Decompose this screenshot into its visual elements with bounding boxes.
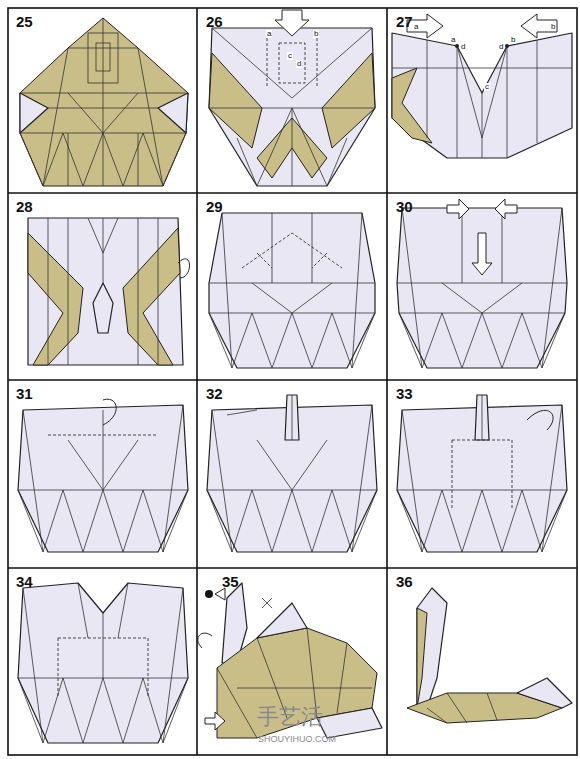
step-number: 31 — [16, 386, 33, 401]
watermark: SHOUYIHUO.COM — [258, 735, 336, 744]
step-number: 29 — [206, 199, 223, 214]
point-letter: a — [266, 30, 272, 38]
point-letter: a — [450, 36, 456, 44]
step-number: 26 — [206, 14, 223, 29]
point-letter: c — [287, 52, 293, 60]
step-number: 30 — [396, 199, 413, 214]
step-number: 28 — [16, 199, 33, 214]
point-letter: d — [296, 60, 302, 68]
watermark: 手艺活 — [257, 706, 323, 728]
step-number: 25 — [16, 14, 33, 29]
arrow-letter: b — [550, 23, 556, 31]
step-number: 27 — [396, 14, 413, 29]
point-letter: d — [460, 43, 466, 51]
point-letter: c — [484, 83, 490, 91]
point-letter: b — [510, 36, 516, 44]
step-number: 36 — [396, 574, 413, 589]
step-number: 34 — [16, 574, 33, 589]
point-letter: b — [313, 30, 319, 38]
step-number: 32 — [206, 386, 223, 401]
arrow-letter: a — [413, 23, 419, 31]
point-letter: d — [498, 43, 504, 51]
step-number: 35 — [222, 574, 239, 589]
step-number: 33 — [396, 386, 413, 401]
